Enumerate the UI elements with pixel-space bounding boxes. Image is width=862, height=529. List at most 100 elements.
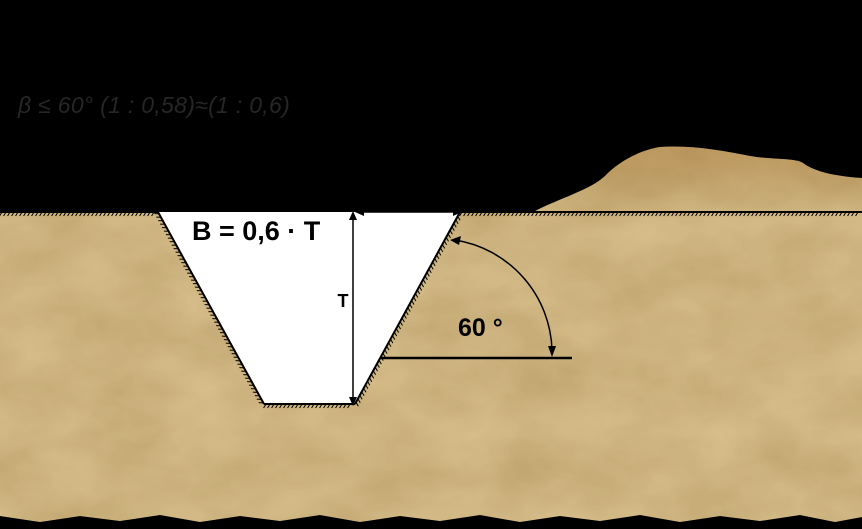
hatch-mark	[735, 211, 739, 217]
hatch-mark	[763, 211, 767, 217]
hatch-mark	[279, 403, 283, 409]
hatch-mark	[691, 211, 695, 217]
hatch-mark	[287, 403, 291, 409]
depth-arrow-bottom	[349, 397, 357, 406]
hatch-mark	[384, 349, 388, 354]
width-arrow-left	[355, 208, 364, 216]
hatch-mark	[391, 335, 396, 340]
hatch-mark	[407, 307, 411, 312]
hatch-mark	[575, 211, 579, 217]
hatch-mark	[699, 211, 703, 217]
hatch-mark	[119, 211, 123, 217]
hatch-mark	[416, 289, 421, 295]
hatch-mark	[479, 211, 483, 217]
hatch-mark	[791, 211, 795, 217]
hatch-mark	[7, 211, 11, 217]
hatch-mark	[627, 211, 631, 217]
hatch-mark	[395, 328, 400, 333]
hatch-mark	[263, 403, 267, 409]
header-band	[0, 0, 862, 130]
hatch-mark	[445, 237, 449, 242]
hatch-mark	[611, 211, 615, 217]
hatch-mark	[643, 211, 647, 217]
hatch-mark	[415, 293, 419, 298]
hatch-mark	[579, 211, 583, 217]
hatch-mark	[311, 403, 315, 409]
hatch-mark	[3, 211, 7, 217]
hatch-mark	[131, 211, 135, 217]
hatch-mark	[303, 403, 307, 409]
hatch-mark	[775, 211, 779, 217]
hatch-mark	[143, 211, 147, 217]
angle-label: 60 °	[458, 314, 503, 342]
hatch-mark	[39, 211, 43, 217]
hatch-mark	[51, 211, 55, 217]
hatch-mark	[449, 230, 453, 235]
hatch-mark	[426, 272, 430, 277]
hatch-mark	[603, 211, 607, 217]
hatch-mark	[751, 211, 755, 217]
angle-arrow-bottom	[548, 346, 556, 357]
hatch-mark	[413, 296, 417, 302]
hatch-mark	[767, 211, 771, 217]
hatch-mark	[315, 403, 319, 409]
hatch-mark	[715, 211, 719, 217]
hatch-mark	[59, 211, 63, 217]
hatch-mark	[388, 342, 392, 347]
hatch-mark	[441, 244, 446, 249]
hatch-mark	[443, 240, 448, 246]
hatch-mark	[583, 211, 587, 217]
hatch-mark	[731, 211, 735, 217]
hatch-mark	[727, 211, 731, 217]
hatch-mark	[432, 261, 436, 267]
hatch-mark	[831, 211, 835, 217]
hatch-mark	[563, 211, 567, 217]
hatch-mark	[283, 403, 287, 409]
soil-hatching	[0, 211, 859, 409]
hatch-mark	[507, 211, 511, 217]
hatch-mark	[839, 211, 843, 217]
hatch-mark	[739, 211, 743, 217]
width-depth-relation: B = 0,6 · T	[192, 216, 321, 246]
hatch-mark	[361, 391, 365, 396]
hatch-mark	[15, 211, 19, 217]
hatch-mark	[439, 247, 444, 253]
hatch-mark	[515, 211, 519, 217]
width-label: B	[409, 189, 422, 209]
hatch-mark	[31, 211, 35, 217]
hatch-mark	[339, 403, 343, 409]
hatch-mark	[499, 211, 503, 217]
hatch-mark	[679, 211, 683, 217]
hatch-mark	[107, 211, 111, 217]
hatch-mark	[99, 211, 103, 217]
hatch-mark	[307, 403, 311, 409]
hatch-mark	[779, 211, 783, 217]
hatch-mark	[418, 286, 423, 291]
hatch-mark	[67, 211, 71, 217]
hatch-mark	[783, 211, 787, 217]
hatch-mark	[787, 211, 791, 217]
hatch-mark	[487, 211, 491, 217]
hatch-mark	[675, 211, 679, 217]
hatch-mark	[543, 211, 547, 217]
hatch-mark	[87, 211, 91, 217]
hatch-mark	[571, 211, 575, 217]
hatch-mark	[463, 211, 467, 217]
hatch-mark	[409, 303, 413, 309]
hatch-mark	[647, 211, 651, 217]
trench-cavity	[158, 212, 460, 404]
hatch-mark	[295, 403, 299, 409]
hatch-mark	[755, 211, 759, 217]
hatch-mark	[323, 403, 327, 409]
spoil-mound	[533, 146, 862, 212]
hatch-mark	[438, 251, 442, 256]
hatch-mark	[430, 265, 434, 270]
hatch-mark	[475, 211, 479, 217]
hatch-mark	[363, 387, 367, 393]
hatch-mark	[567, 211, 571, 217]
hatch-mark	[803, 211, 807, 217]
hatch-mark	[135, 211, 139, 217]
hatch-mark	[815, 211, 819, 217]
hatch-mark	[495, 211, 499, 217]
hatch-mark	[531, 211, 535, 217]
